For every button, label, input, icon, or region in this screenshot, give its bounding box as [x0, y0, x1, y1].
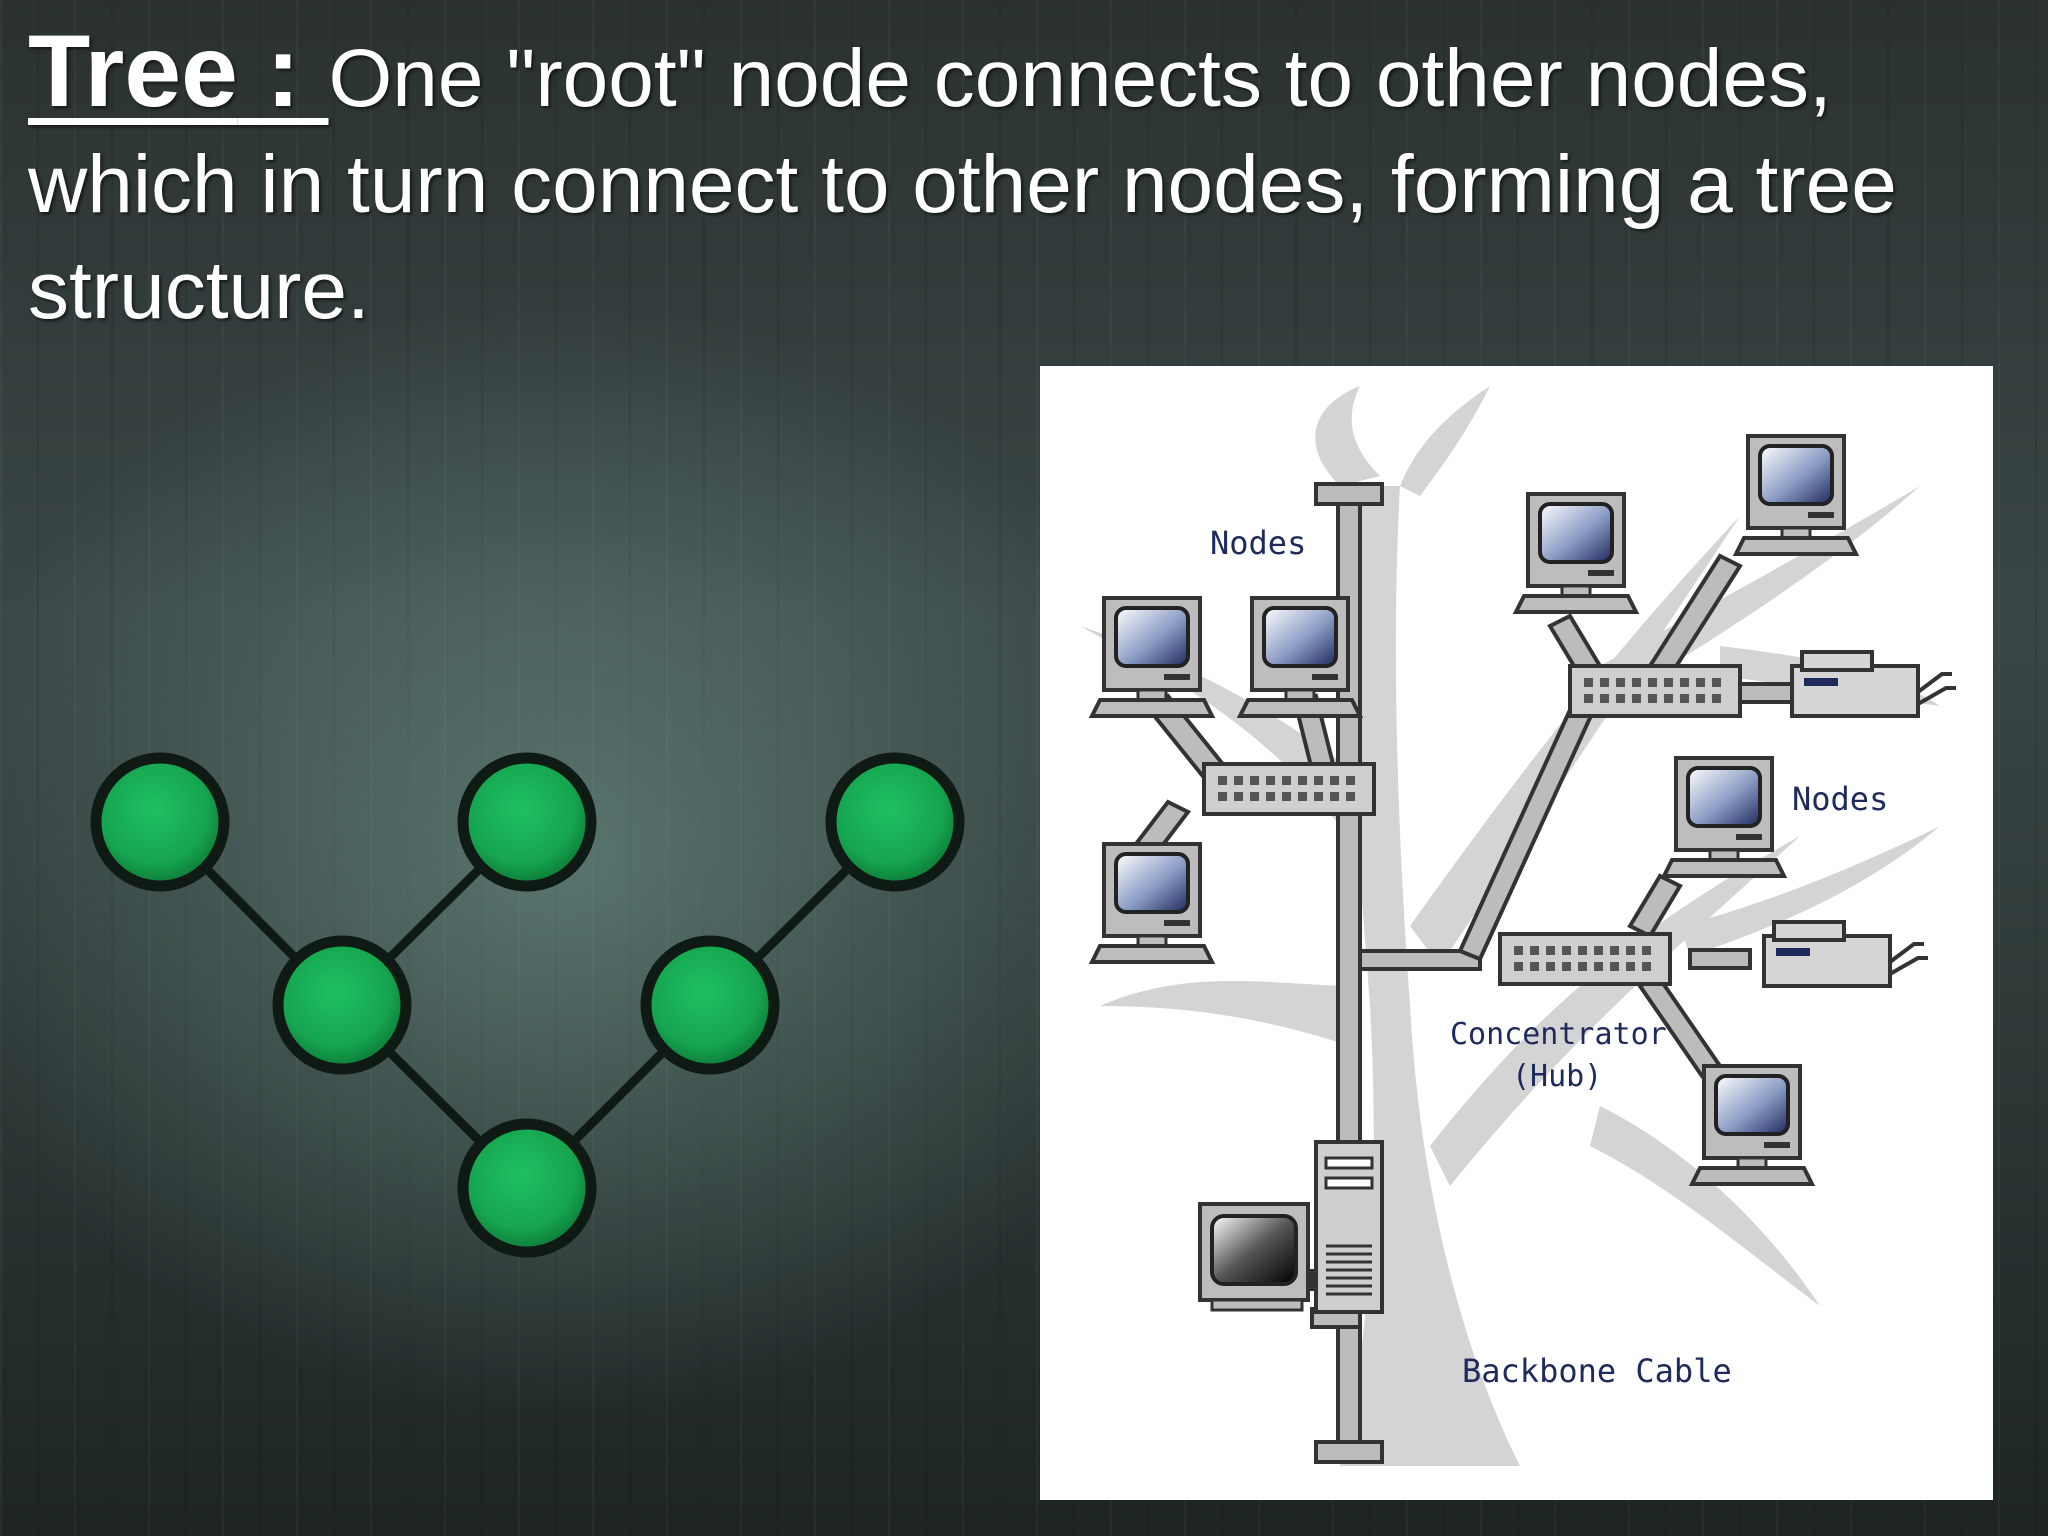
label-nodes-left: Nodes — [1210, 524, 1306, 562]
pc-node — [1514, 492, 1638, 614]
label-nodes-right: Nodes — [1792, 780, 1888, 818]
hub-upper-right — [1568, 664, 1742, 718]
title-separator: : — [237, 14, 329, 128]
tree-node — [640, 935, 780, 1075]
hub-concentrator — [1498, 932, 1672, 986]
network-tree-diagram: Nodes Nodes Concentrator (Hub) Backbone … — [1040, 366, 1993, 1500]
tree-node — [457, 752, 597, 892]
abstract-tree-diagram — [90, 752, 965, 1258]
tree-node — [825, 752, 965, 892]
pc-node — [1090, 842, 1214, 964]
pc-node — [1090, 596, 1214, 718]
label-backbone-cable: Backbone Cable — [1462, 1352, 1732, 1390]
label-hub: (Hub) — [1512, 1059, 1602, 1094]
tree-node — [90, 752, 230, 892]
title-term: Tree — [28, 14, 238, 128]
printer-node — [1762, 920, 1930, 988]
pc-node — [1690, 1064, 1814, 1186]
pc-node — [1662, 756, 1786, 878]
printer-node — [1790, 650, 1958, 718]
tree-root-node — [457, 1118, 597, 1258]
pc-node — [1734, 434, 1858, 556]
slide-title: Tree : One "root" node connects to other… — [28, 18, 2018, 344]
label-concentrator: Concentrator — [1450, 1017, 1667, 1052]
server-workstation — [1198, 1140, 1384, 1314]
tree-node — [272, 935, 412, 1075]
hub-left — [1202, 762, 1376, 816]
title-definition: One "root" node connects to other nodes,… — [28, 33, 1897, 336]
pc-node — [1238, 596, 1362, 718]
